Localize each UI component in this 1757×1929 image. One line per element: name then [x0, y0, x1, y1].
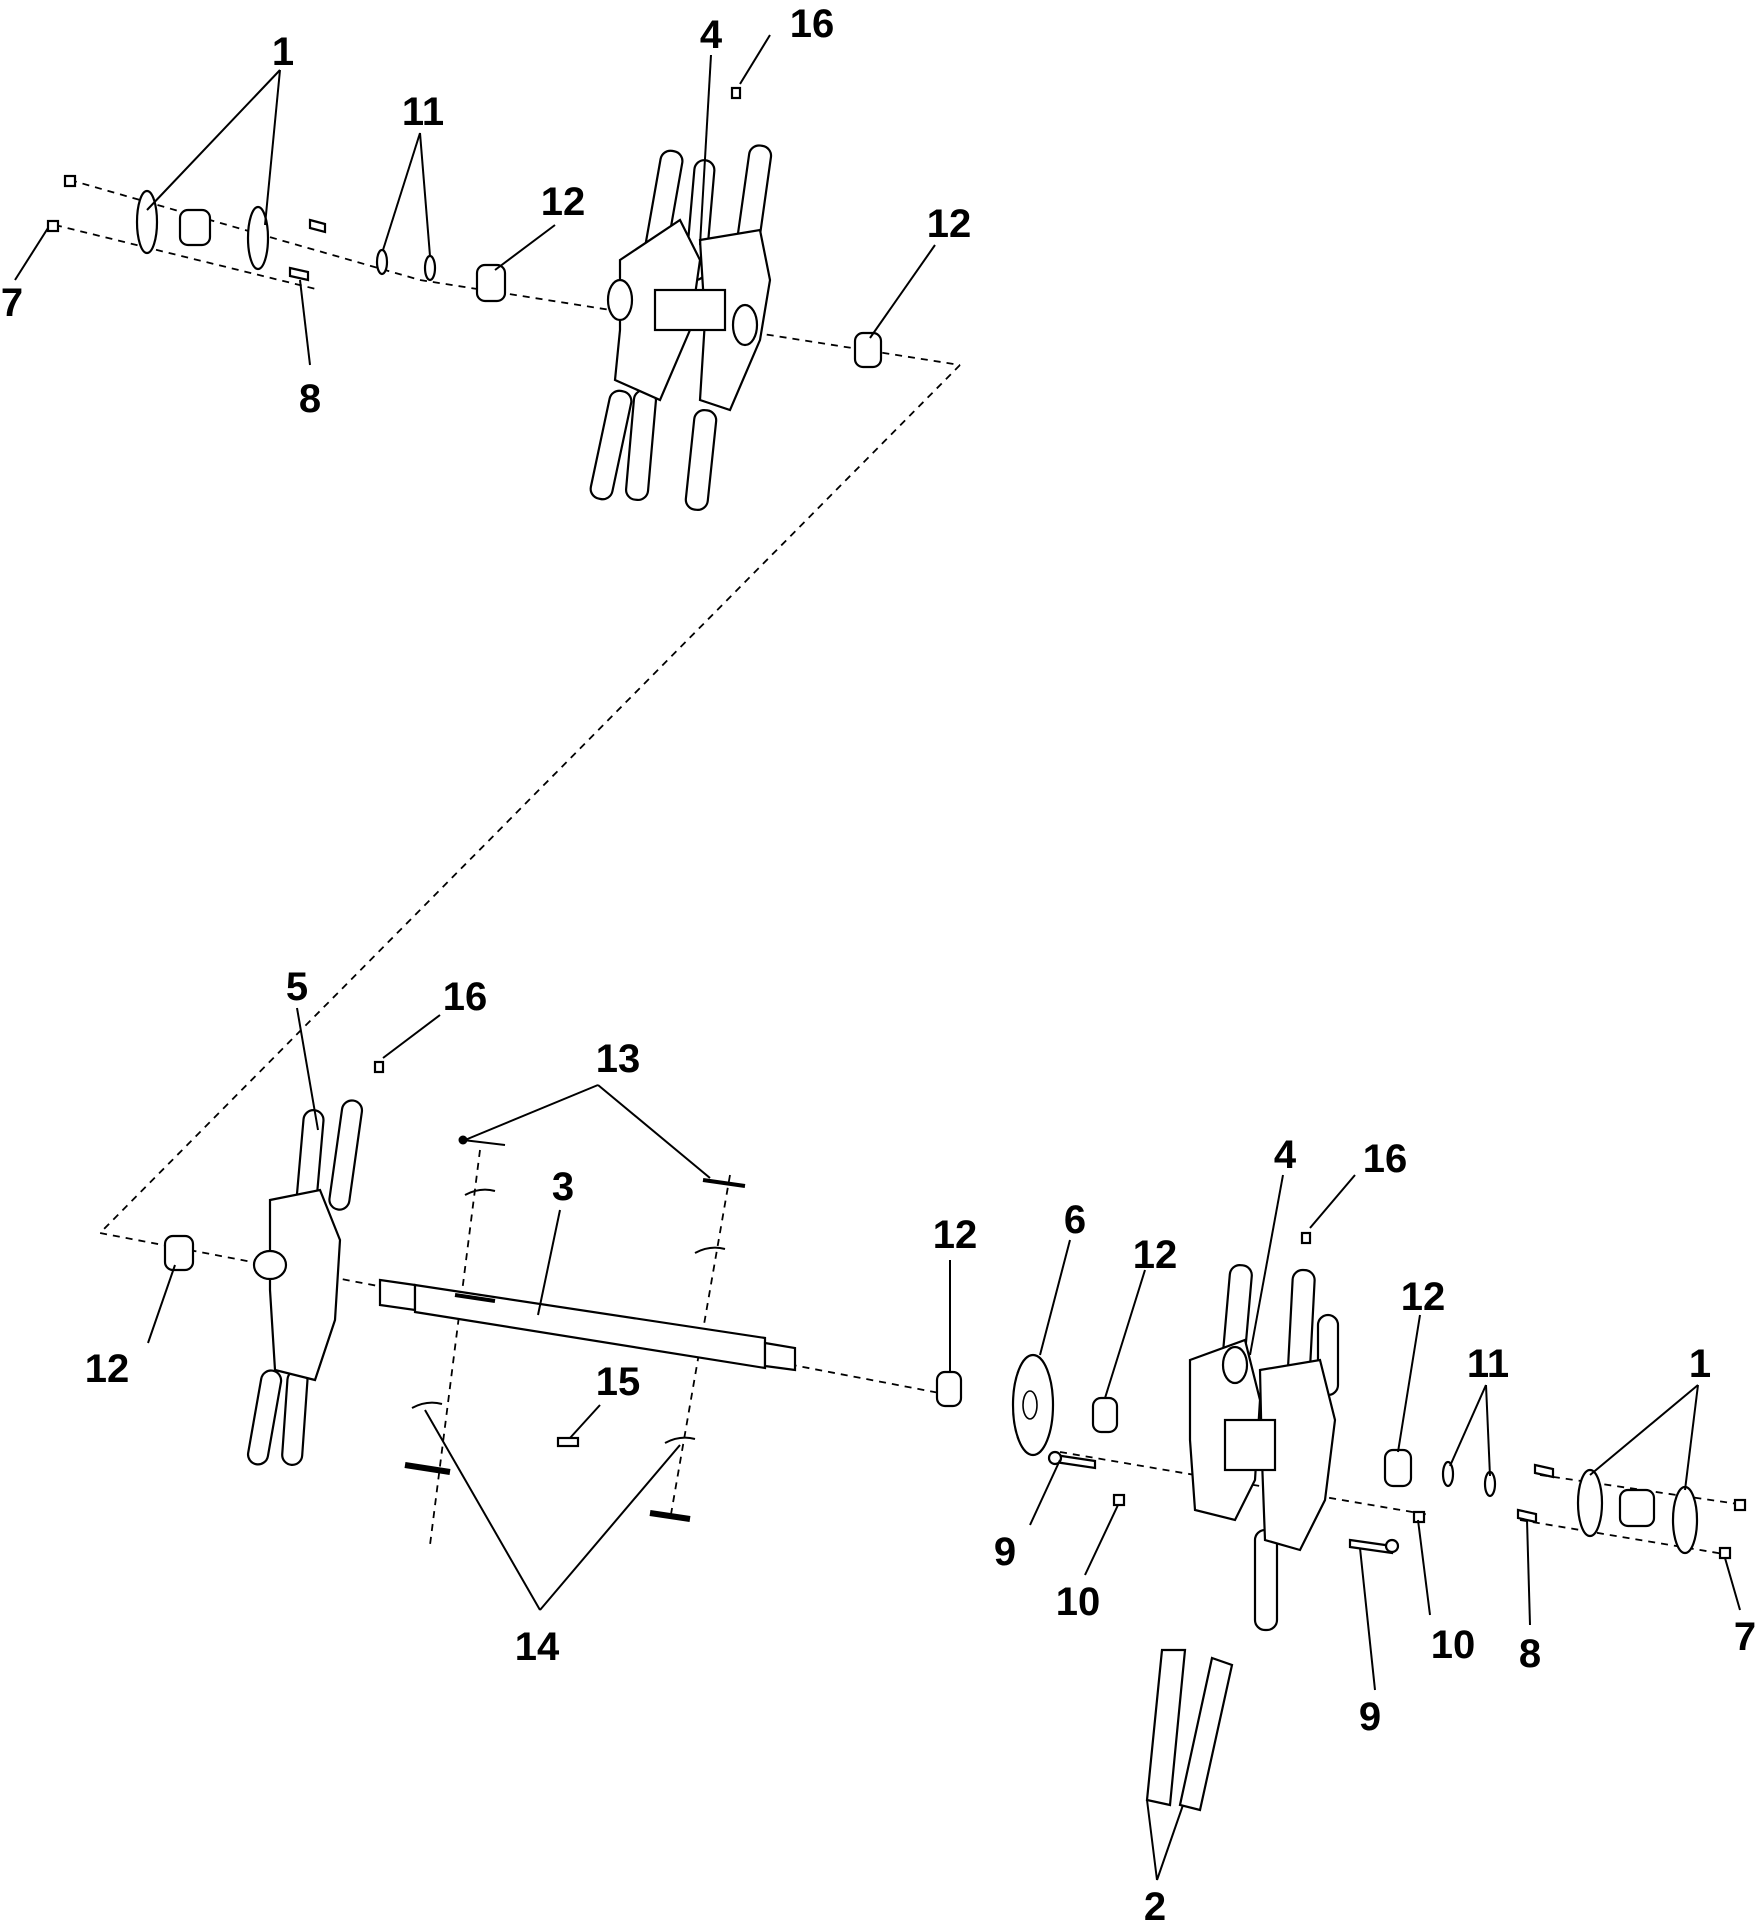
leader-lines	[14, 34, 1741, 1881]
callout-1-right: 1	[1689, 1342, 1711, 1386]
bolt-part-8	[1533, 1463, 1555, 1479]
bolt-part-8	[1516, 1508, 1538, 1524]
spacer-part-12	[163, 1234, 195, 1272]
spacer-part-12	[475, 263, 507, 303]
nut-part-7	[1718, 1546, 1732, 1560]
callout-16-right: 16	[1363, 1137, 1408, 1181]
rivet-part-13	[702, 1178, 746, 1188]
callout-11-right: 11	[1467, 1342, 1509, 1386]
callout-7-top: 7	[1, 281, 23, 325]
bearing-flange-part-1	[246, 205, 270, 271]
callout-10-b: 10	[1431, 1623, 1476, 1667]
nut-part-10	[1112, 1493, 1126, 1507]
sprocket-part-6	[1011, 1353, 1055, 1457]
callout-1-top: 1	[272, 30, 294, 74]
tine-assembly-part-4	[1188, 1264, 1340, 1632]
nut-part-7	[46, 219, 60, 233]
callout-16-mid: 16	[443, 975, 488, 1019]
callout-14: 14	[515, 1625, 560, 1669]
nut-part-7	[63, 174, 77, 188]
callout-12-mid-a: 12	[933, 1213, 978, 1257]
tine-part-2	[1145, 1648, 1234, 1812]
callout-4-top: 4	[700, 13, 723, 57]
callout-2: 2	[1144, 1885, 1166, 1929]
washer-part-11	[423, 254, 437, 282]
callout-5: 5	[286, 965, 308, 1009]
spacer-part-12	[853, 331, 883, 369]
callout-15: 15	[596, 1360, 641, 1404]
callout-9-b: 9	[1359, 1695, 1381, 1739]
pin-part-14	[649, 1510, 691, 1522]
callout-11-top: 11	[402, 90, 444, 134]
callout-12-mid-b: 12	[1133, 1233, 1178, 1277]
bearing-insert-part	[178, 208, 212, 247]
callout-3: 3	[552, 1165, 574, 1209]
lower-assembly	[163, 1060, 1747, 1812]
bolt-part-8	[308, 218, 327, 234]
set-screw-part-16	[730, 86, 742, 100]
callout-13: 13	[596, 1037, 641, 1081]
callout-12-top-b: 12	[927, 202, 972, 246]
callout-8-top: 8	[299, 377, 321, 421]
set-screw-part-16	[373, 1060, 385, 1074]
tine-assembly-part-4	[589, 144, 773, 511]
callout-12-right: 12	[1401, 1275, 1446, 1319]
callout-9-a: 9	[994, 1530, 1016, 1574]
bearing-flange-part-1	[1671, 1485, 1699, 1555]
tine-assembly-part-5	[246, 1099, 364, 1467]
spacer-part-12	[1383, 1448, 1413, 1488]
callout-7-right: 7	[1734, 1615, 1756, 1659]
callout-8-right: 8	[1519, 1632, 1541, 1676]
bearing-insert-part	[1618, 1488, 1656, 1528]
shaft-part-3	[378, 1278, 797, 1372]
bearing-flange-part-1	[135, 189, 159, 255]
callout-12-top-a: 12	[541, 180, 586, 224]
set-screw-part-16	[1300, 1231, 1312, 1245]
spacer-part-12	[1091, 1396, 1119, 1434]
spacer-part-12	[935, 1370, 963, 1408]
callout-4-right: 4	[1274, 1133, 1297, 1177]
callout-10-a: 10	[1056, 1580, 1101, 1624]
callout-12-left: 12	[85, 1347, 130, 1391]
bolt-part-8	[288, 266, 310, 282]
bearing-flange-part-1	[1576, 1468, 1604, 1538]
key-part-15	[556, 1436, 580, 1448]
callout-6: 6	[1064, 1198, 1086, 1242]
rivet-part-13	[462, 1139, 506, 1146]
callout-16-top: 16	[790, 2, 835, 46]
nut-part-7	[1733, 1498, 1747, 1512]
washer-part-11	[1441, 1460, 1455, 1488]
pin-part-14	[404, 1462, 451, 1475]
top-assembly	[46, 86, 883, 511]
washer-part-11	[375, 248, 389, 276]
